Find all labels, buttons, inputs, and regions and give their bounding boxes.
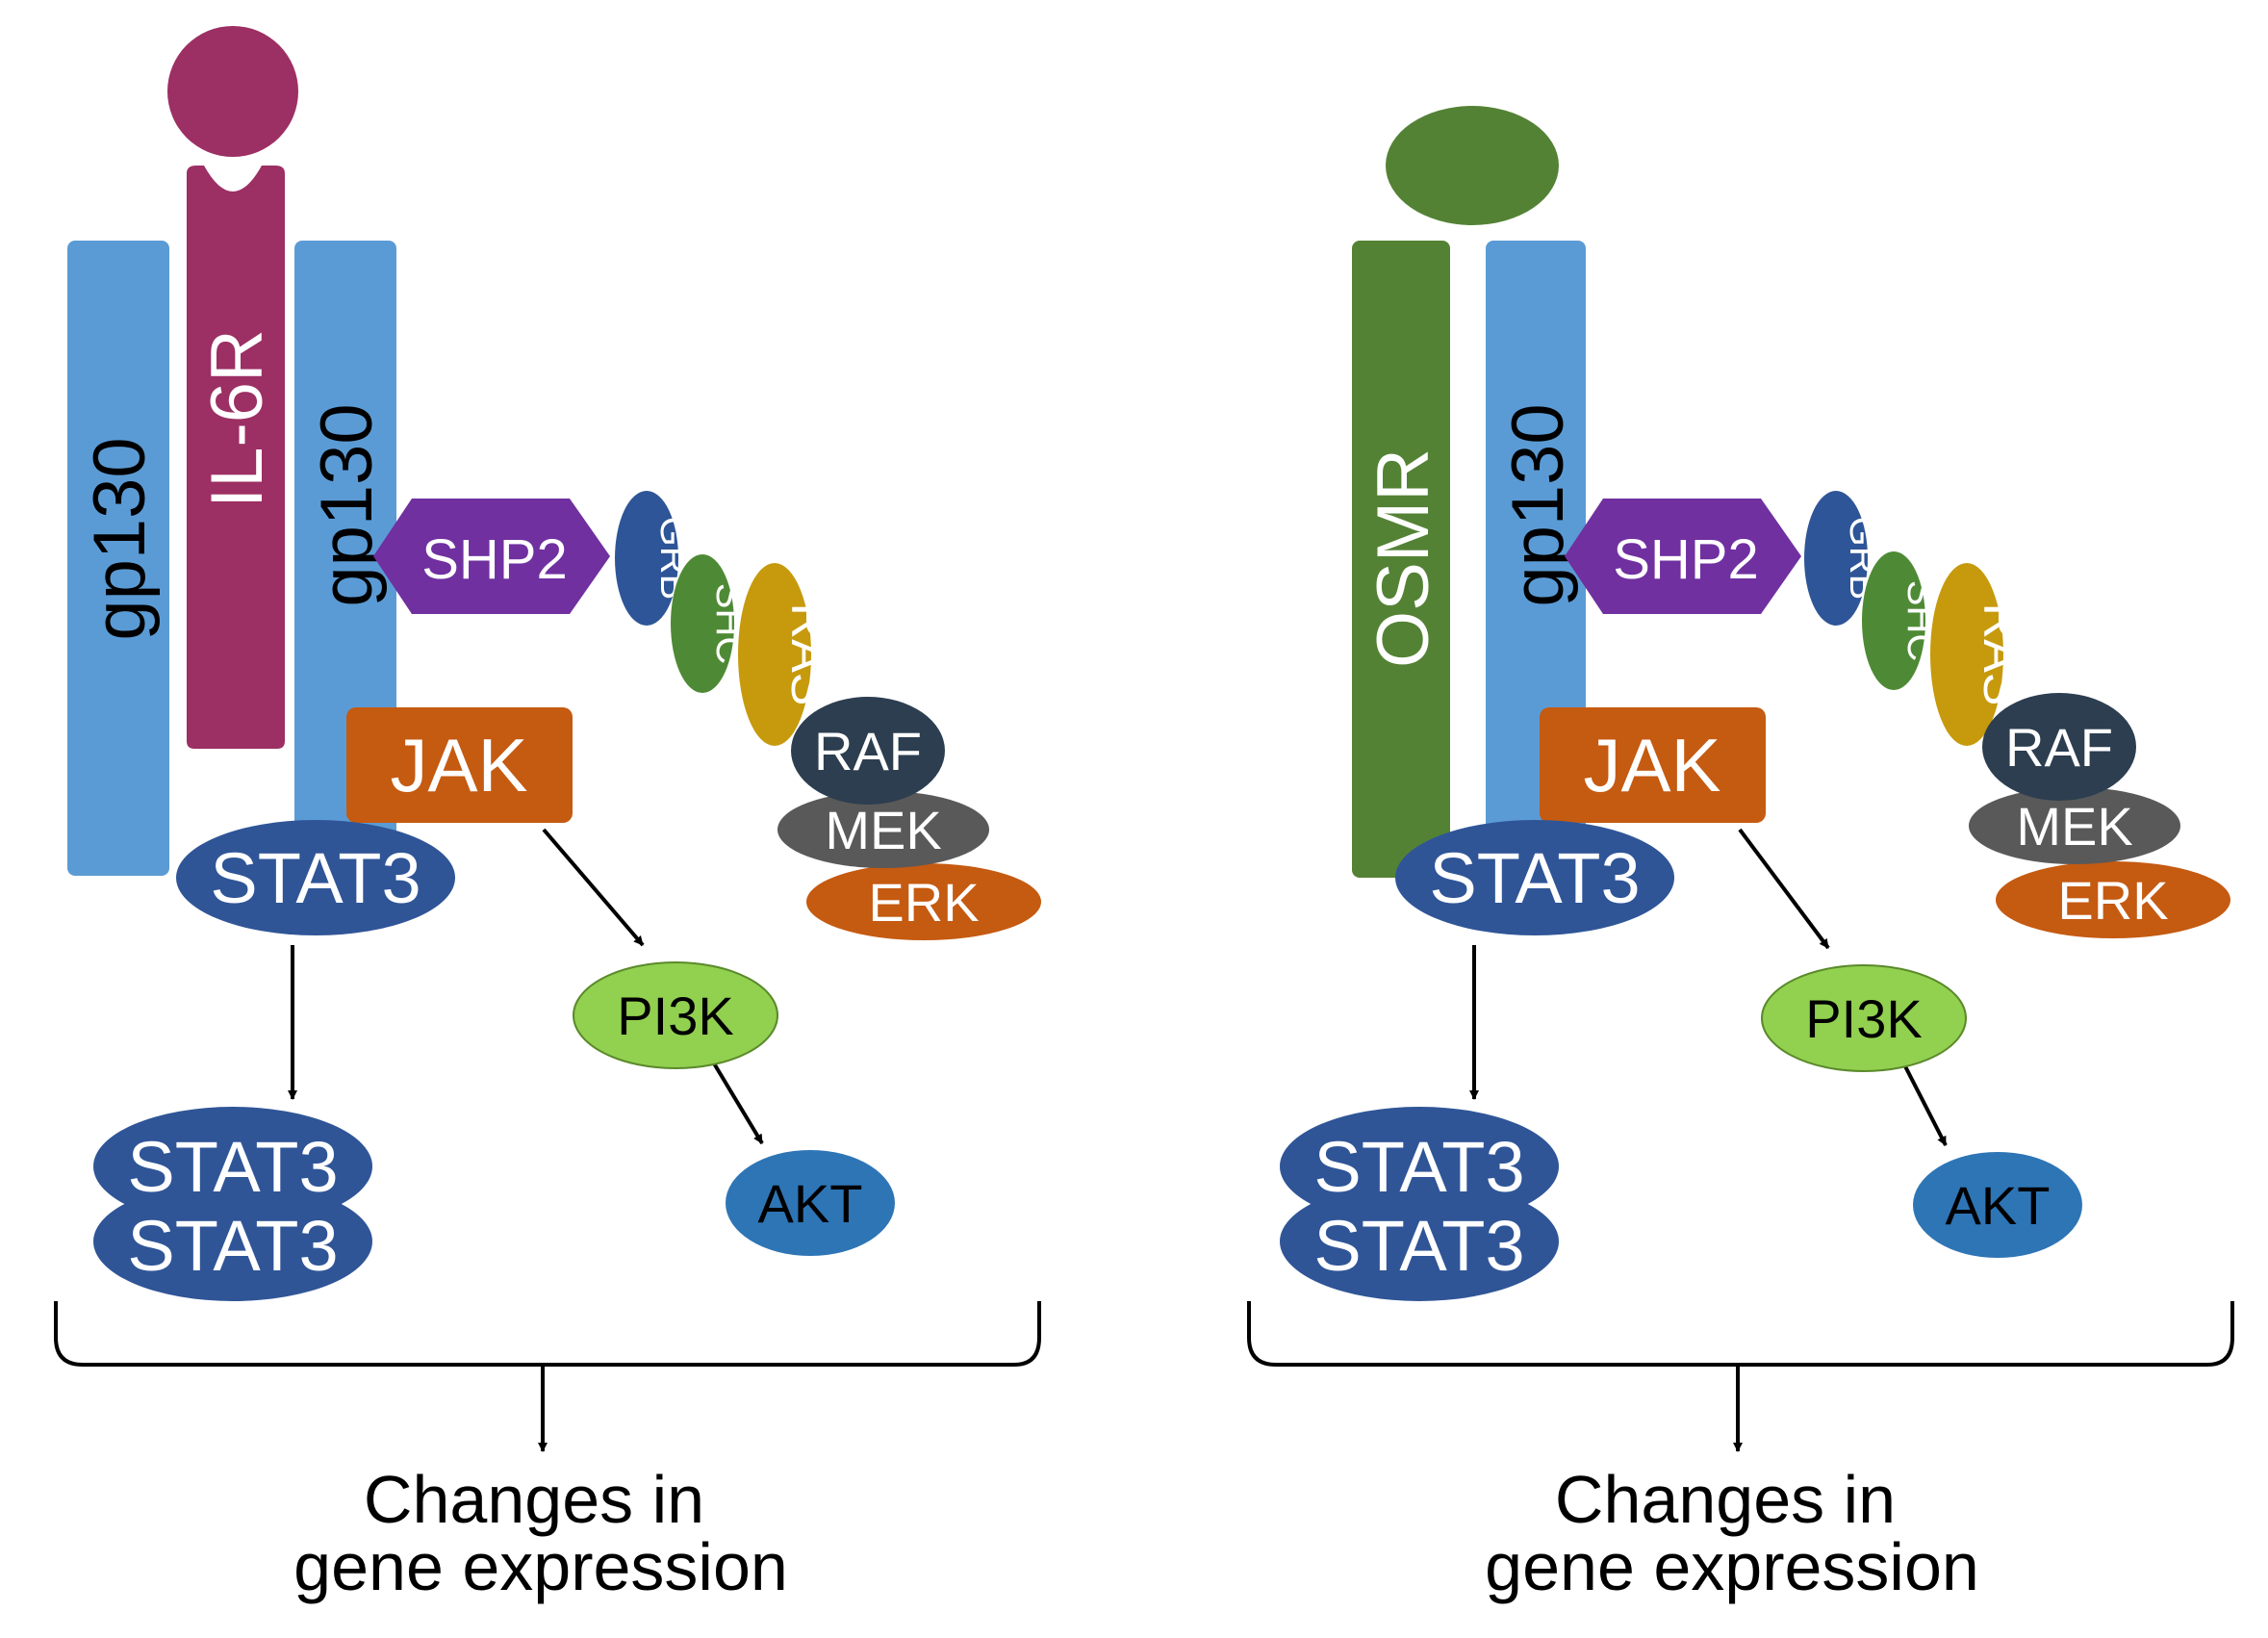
shc-node (671, 554, 734, 693)
pi3k-akt-arrow (1903, 1065, 1948, 1146)
raf-node (1982, 693, 2136, 801)
gp130-receptor (1486, 241, 1586, 837)
il6-panel: gp130 IL-6R gp130 SHP2 GRB SHC RAS ERK M… (54, 26, 1041, 1604)
osm-panel: OSMR gp130 SHP2 GRB SHC RAS ERK MEK RAF … (1247, 106, 2234, 1604)
erk-label: ERK (2057, 870, 2168, 931)
stat3-label: STAT3 (1429, 838, 1640, 918)
stat3-dimer-top (1280, 1107, 1559, 1226)
stat3-dimer-label-top: STAT3 (1313, 1127, 1524, 1207)
stat3-dimer-label-bottom: STAT3 (127, 1206, 338, 1286)
gp130-label: gp130 (1497, 403, 1579, 606)
jak-node (1540, 707, 1766, 823)
stat3-dimer-label-top: STAT3 (127, 1127, 338, 1207)
ras-node (738, 563, 811, 746)
mek-node (777, 791, 989, 868)
raf-node (791, 697, 945, 805)
akt-label: AKT (1946, 1175, 2051, 1236)
jak-pi3k-arrow (542, 828, 645, 947)
outcome-bracket (54, 1301, 1041, 1367)
jak-label: JAK (1583, 723, 1720, 807)
gp130-label-left: gp130 (79, 437, 161, 640)
erk-label: ERK (868, 872, 979, 933)
shp2-node (1565, 499, 1801, 614)
mek-node (1969, 787, 2180, 864)
jak-pi3k-arrow (1738, 828, 1830, 950)
stat3-dimer-top (93, 1107, 372, 1226)
osmr-receptor (1352, 241, 1450, 878)
raf-label: RAF (2005, 717, 2113, 778)
pi3k-node (573, 961, 778, 1069)
gp130-label-right: gp130 (306, 403, 388, 606)
mek-label: MEK (825, 800, 941, 860)
shp2-label: SHP2 (421, 528, 568, 591)
shp2-node (373, 499, 610, 614)
il6r-label: IL-6R (196, 329, 278, 508)
jak-node (346, 707, 573, 823)
grb-node (615, 491, 678, 626)
akt-node (726, 1150, 895, 1256)
il6-ligand (167, 26, 298, 157)
outcome-label-line2: gene expression (293, 1529, 788, 1604)
ras-node (1930, 563, 2003, 746)
shp2-label: SHP2 (1613, 528, 1759, 591)
osm-ligand (1386, 106, 1559, 225)
outcome-label-line2: gene expression (1485, 1529, 1979, 1604)
ras-label: RAS (780, 603, 836, 706)
akt-label: AKT (758, 1173, 863, 1234)
akt-node (1913, 1152, 2082, 1258)
stat3-dimer-label-bottom: STAT3 (1313, 1206, 1524, 1286)
erk-node (806, 863, 1041, 940)
erk-node (1996, 861, 2230, 938)
pi3k-label: PI3K (617, 985, 733, 1046)
pi3k-label: PI3K (1805, 988, 1922, 1049)
pi3k-akt-arrow (712, 1062, 764, 1145)
gp130-receptor-right (294, 241, 396, 837)
outcome-label-line1: Changes in (1555, 1462, 1896, 1537)
gp130-receptor-left (67, 241, 169, 876)
stat3-node (1395, 820, 1674, 935)
outcome-label-line1: Changes in (364, 1462, 704, 1537)
jak-label: JAK (390, 723, 527, 807)
shc-node (1862, 551, 1925, 690)
il6r-receptor (187, 166, 285, 749)
grb-node (1804, 491, 1868, 626)
osmr-label: OSMR (1363, 448, 1444, 668)
raf-label: RAF (814, 721, 922, 781)
pi3k-node (1761, 964, 1967, 1072)
stat3-node (176, 820, 455, 935)
stat3-label: STAT3 (210, 838, 420, 918)
ras-label: RAS (1973, 603, 2028, 706)
mek-label: MEK (2016, 796, 2132, 857)
outcome-bracket (1247, 1301, 2234, 1367)
